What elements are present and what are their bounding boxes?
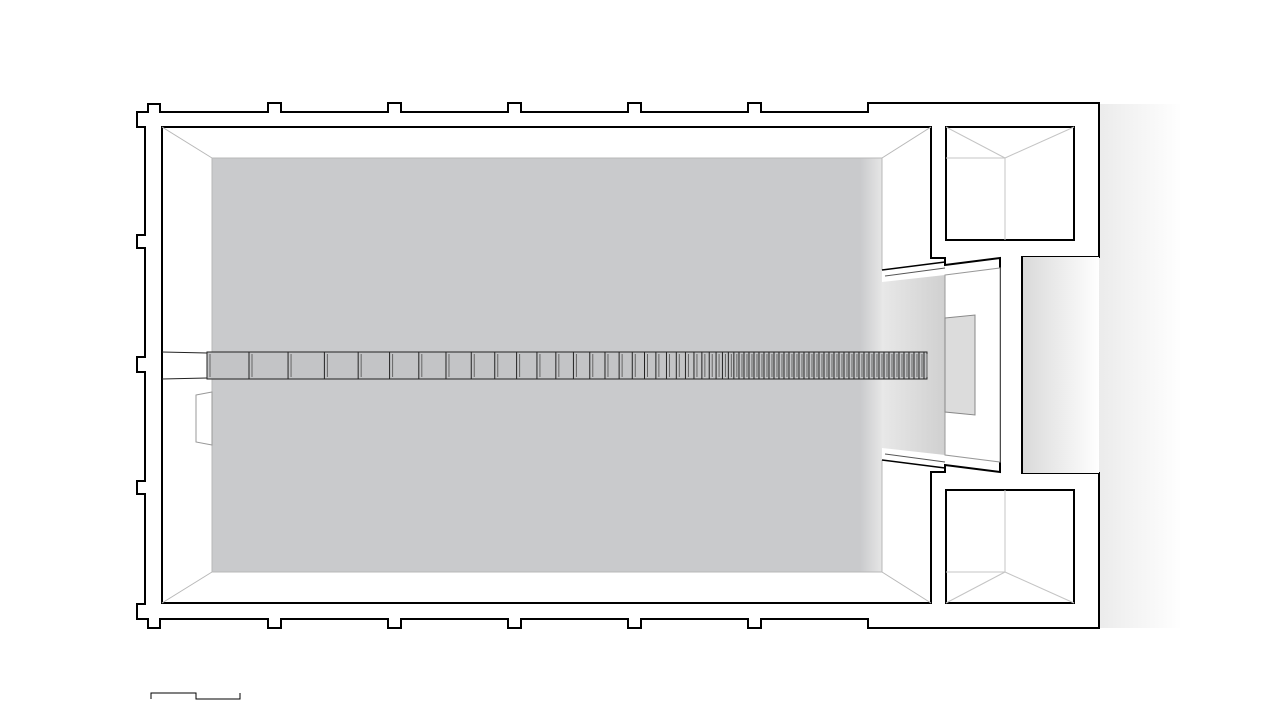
entrance-niche <box>881 261 1001 469</box>
side-door <box>195 391 213 446</box>
scale-bar <box>150 692 241 700</box>
beam-part <box>161 351 208 354</box>
side-room-bottom <box>945 489 1075 604</box>
side-room-top <box>945 126 1075 241</box>
central-beam <box>161 351 928 380</box>
corridor <box>1022 257 1099 473</box>
beam-part <box>161 377 208 380</box>
